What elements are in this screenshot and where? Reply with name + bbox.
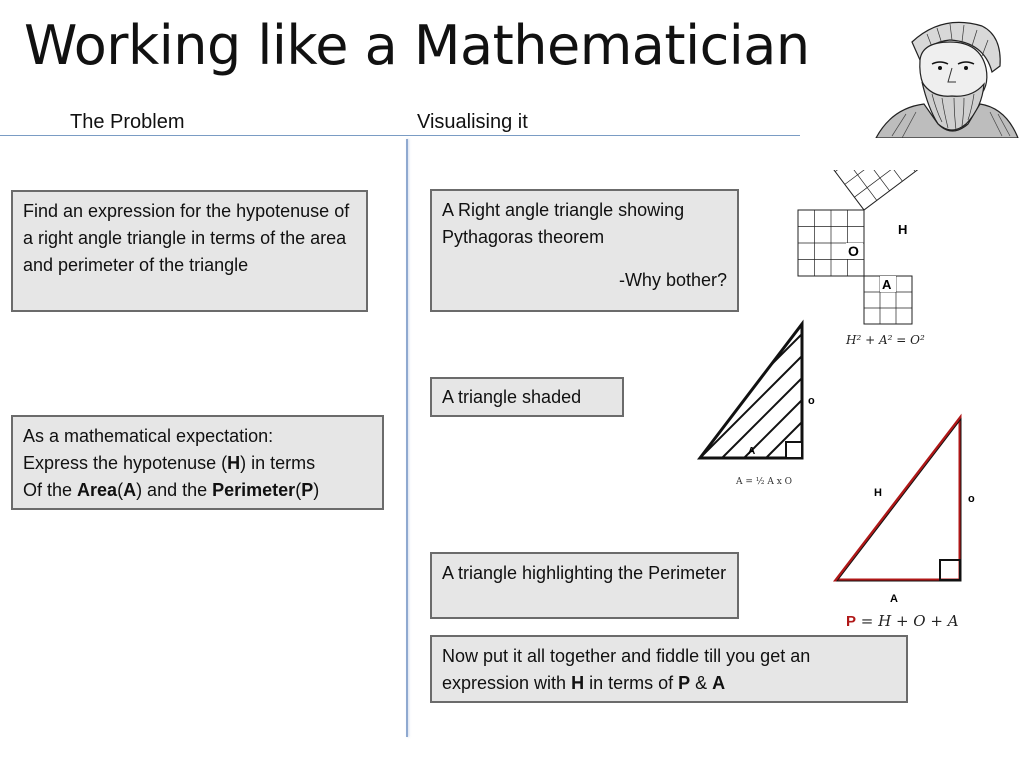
shaded-label-a: A — [748, 446, 755, 457]
expectation-line-1: As a mathematical expectation: — [23, 426, 274, 446]
perimeter-label-h: H — [874, 487, 882, 499]
column-divider — [406, 139, 408, 737]
shaded-text: A triangle shaded — [442, 387, 582, 407]
perimeter-triangle-diagram: H o A P = H + O + A — [832, 413, 975, 630]
column-header-visualising: Visualising it — [417, 111, 528, 133]
square-label-a: A — [882, 277, 892, 292]
mathematician-portrait — [872, 12, 1020, 138]
page-title: Working like a Mathematician — [24, 14, 810, 77]
perimeter-box: A triangle highlighting the Perimeter — [430, 552, 739, 619]
shaded-box: A triangle shaded — [430, 377, 624, 417]
perimeter-text: A triangle highlighting the Perimeter — [442, 563, 727, 583]
expectation-line-3: Of the Area(A) and the Perimeter(P) — [23, 480, 320, 500]
column-header-problem: The Problem — [70, 111, 185, 133]
perimeter-formula: P = H + O + A — [846, 612, 959, 630]
area-formula: A = ½ A x O — [735, 476, 792, 487]
expectation-box: As a mathematical expectation: Express t… — [11, 415, 384, 510]
square-label-h: H — [898, 222, 907, 237]
pythagoras-squares-diagram: O A H H² + A² = O² — [797, 170, 929, 347]
expectation-line-2: Express the hypotenuse (H) in terms — [23, 453, 316, 473]
shaded-label-o: o — [808, 395, 815, 407]
pythagoras-box: A Right angle triangle showing Pythagora… — [430, 189, 739, 312]
problem-statement-text: Find an expression for the hypotenuse of… — [23, 201, 350, 275]
perimeter-label-o: o — [968, 493, 975, 505]
perimeter-label-a: A — [890, 593, 898, 605]
pythagoras-text: A Right angle triangle showing Pythagora… — [442, 200, 685, 247]
header-divider — [0, 135, 800, 136]
problem-statement-box: Find an expression for the hypotenuse of… — [11, 190, 368, 312]
shaded-triangle-diagram: o A A = ½ A x O — [696, 319, 815, 487]
pythagoras-formula: H² + A² = O² — [845, 333, 925, 347]
why-bother-text: -Why bother? — [618, 270, 727, 290]
square-label-o: O — [848, 243, 859, 259]
put-together-box: Now put it all together and fiddle till … — [430, 635, 908, 703]
